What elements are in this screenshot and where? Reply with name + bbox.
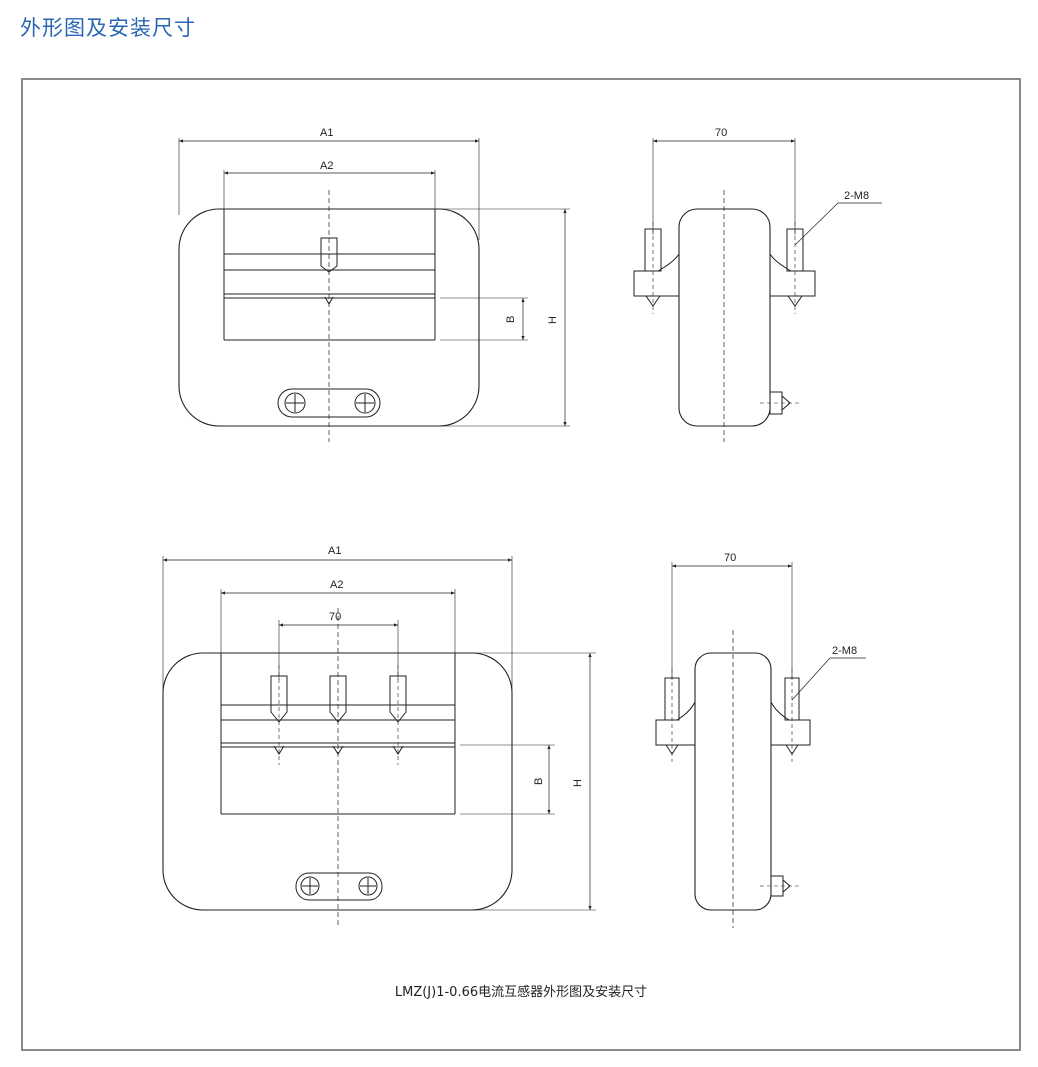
figure-caption: LMZ(J)1-0.66电流互感器外形图及安装尺寸 xyxy=(395,984,647,1000)
page-title: 外形图及安装尺寸 xyxy=(20,16,196,40)
top-side-view xyxy=(633,138,882,442)
top-front-b-label: B xyxy=(505,316,517,323)
top-front-a1-label: A1 xyxy=(320,127,333,139)
bottom-side-width-label: 70 xyxy=(724,552,736,564)
bottom-front-spacing-label: 70 xyxy=(329,611,341,623)
bottom-side-bolt-label: 2-M8 xyxy=(832,645,857,657)
top-front-h-label: H xyxy=(547,316,559,324)
top-front-a2-label: A2 xyxy=(320,160,333,172)
bottom-front-a2-label: A2 xyxy=(330,579,343,591)
bottom-front-b-label: B xyxy=(533,778,545,785)
bottom-front-a1-label: A1 xyxy=(328,545,341,557)
bottom-side-view xyxy=(655,562,866,928)
top-side-bolt-label: 2-M8 xyxy=(844,190,869,202)
top-side-width-label: 70 xyxy=(715,127,727,139)
bottom-front-h-label: H xyxy=(572,779,584,787)
top-front-view xyxy=(178,138,570,442)
drawing-frame xyxy=(21,78,1021,1051)
bottom-front-view xyxy=(162,556,596,928)
